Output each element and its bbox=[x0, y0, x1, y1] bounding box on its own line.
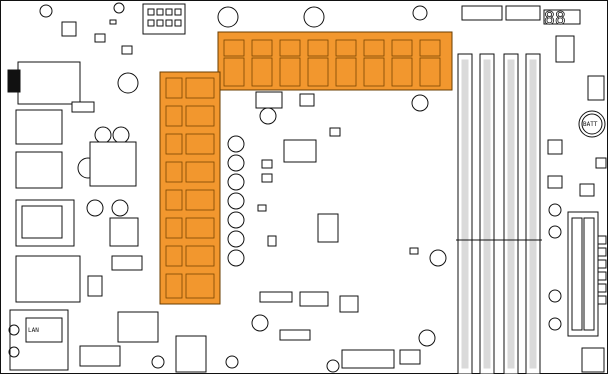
right-components bbox=[547, 139, 607, 331]
cmos-battery bbox=[578, 110, 606, 138]
atx-power-connector bbox=[567, 211, 599, 337]
vrm-top-row bbox=[217, 31, 453, 91]
top-right-headers: 88 bbox=[461, 5, 605, 101]
audio-jack-1 bbox=[8, 324, 20, 336]
audio-codec bbox=[175, 335, 207, 373]
dimm-slots bbox=[456, 53, 542, 374]
usb-port-2 bbox=[15, 151, 63, 189]
io-shield-audio bbox=[17, 61, 81, 105]
mounting-holes bbox=[39, 2, 447, 373]
antenna-connector bbox=[7, 69, 21, 93]
hdmi-inner bbox=[21, 205, 63, 239]
audio-jack-2 bbox=[8, 346, 20, 358]
lan-port bbox=[15, 255, 81, 303]
vrm-left-column bbox=[159, 71, 221, 305]
dimm-slot-4 bbox=[525, 53, 541, 374]
bottom-connectors bbox=[279, 329, 421, 369]
dimm-slot-3 bbox=[503, 53, 519, 374]
usb-port-1 bbox=[15, 109, 63, 145]
audio-jacks bbox=[9, 309, 69, 371]
rear-io: LAN bbox=[7, 61, 81, 371]
io-label: LAN bbox=[28, 327, 39, 334]
front-panel-pins bbox=[597, 235, 607, 305]
bottom-right-header bbox=[581, 347, 605, 373]
bios-chip bbox=[317, 213, 339, 243]
vrm-left-band bbox=[159, 71, 221, 305]
battery-label: BATT bbox=[583, 121, 598, 128]
center-components bbox=[255, 91, 419, 313]
top-left-components bbox=[61, 19, 133, 55]
hdmi-port bbox=[15, 199, 75, 247]
debug-led-display: 88 bbox=[544, 8, 566, 29]
audio-block bbox=[25, 317, 63, 343]
dimm-slot-1 bbox=[457, 53, 473, 374]
dimm-slot-2 bbox=[479, 53, 495, 374]
power-header-pins bbox=[147, 8, 182, 27]
vrm-top-band bbox=[217, 31, 453, 91]
super-io-chip bbox=[109, 217, 139, 247]
capacitor-column bbox=[227, 135, 245, 267]
io-controllers bbox=[71, 101, 207, 373]
